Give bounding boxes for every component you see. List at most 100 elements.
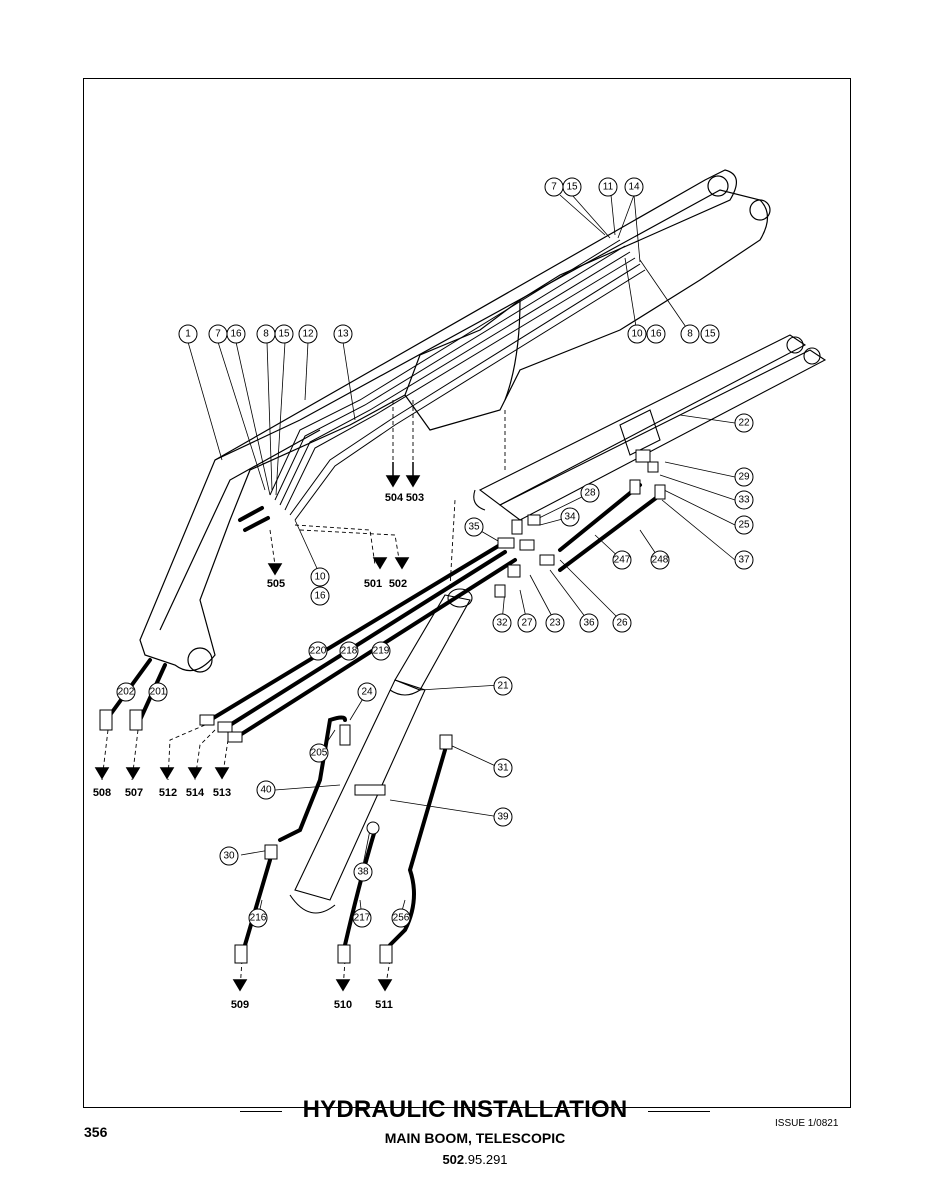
callout-circle — [391, 908, 411, 928]
callout-label: 16 — [314, 591, 326, 602]
callout-circle — [298, 324, 318, 344]
callout-label: 15 — [278, 329, 290, 340]
callout-label: 39 — [497, 812, 509, 823]
callout-circle — [700, 324, 720, 344]
callout-circle — [493, 676, 513, 696]
callout-circle — [248, 908, 268, 928]
callout-label: 34 — [564, 512, 576, 523]
callout-circle — [545, 613, 565, 633]
destination-label: 512 — [159, 787, 177, 799]
callout-circle — [178, 324, 198, 344]
callout-label: 10 — [314, 572, 326, 583]
hoses — [108, 483, 662, 947]
callout-circle — [517, 613, 537, 633]
callout-circle — [148, 682, 168, 702]
callout-label: 248 — [652, 555, 669, 566]
issue-label: ISSUE 1/0821 — [775, 1118, 839, 1129]
callout-circle — [646, 324, 666, 344]
page-subtitle: MAIN BOOM, TELESCOPIC — [384, 1130, 566, 1146]
callout-label: 26 — [616, 618, 628, 629]
callout-label: 201 — [150, 687, 167, 698]
callout-label: 30 — [223, 851, 235, 862]
callout-label: 23 — [549, 618, 561, 629]
callout-circle — [624, 177, 644, 197]
callout-circle — [580, 483, 600, 503]
callout-circle — [310, 567, 330, 587]
callout-circle — [598, 177, 618, 197]
callout-circle — [734, 413, 754, 433]
callout-label: 15 — [566, 182, 578, 193]
drawing-border — [83, 78, 851, 1108]
callout-label: 29 — [738, 472, 750, 483]
callout-label: 16 — [650, 329, 662, 340]
callout-circle — [627, 324, 647, 344]
callout-circle — [734, 467, 754, 487]
callout-label: 220 — [310, 646, 327, 657]
callout-label: 25 — [738, 520, 750, 531]
callout-circle — [560, 507, 580, 527]
callout-circle — [116, 682, 136, 702]
callout-label: 31 — [497, 763, 509, 774]
callout-circle — [219, 846, 239, 866]
callout-circle — [371, 641, 391, 661]
callout-circle — [650, 550, 670, 570]
fittings — [99, 449, 666, 964]
title-rule-left — [240, 1111, 282, 1112]
callout-label: 13 — [337, 329, 349, 340]
callout-label: 217 — [354, 913, 371, 924]
destination-label: 507 — [125, 787, 143, 799]
page-title: HYDRAULIC INSTALLATION — [302, 1096, 628, 1123]
callout-circle — [274, 324, 294, 344]
callout-circle — [310, 586, 330, 606]
callout-circle — [562, 177, 582, 197]
callout-label: 10 — [631, 329, 643, 340]
callout-circle — [734, 515, 754, 535]
destination-label: 505 — [267, 578, 285, 590]
callout-circle — [357, 682, 377, 702]
callout-label: 202 — [118, 687, 135, 698]
callout-label: 216 — [250, 913, 267, 924]
callout-label: 37 — [738, 555, 750, 566]
callout-label: 218 — [341, 646, 358, 657]
destination-label: 501 — [364, 578, 382, 590]
callout-leaders — [187, 194, 736, 919]
callout-circle — [492, 613, 512, 633]
title-row: HYDRAULIC INSTALLATION — [240, 1096, 710, 1126]
part-number-suffix: .95.291 — [464, 1152, 508, 1167]
callout-label: 36 — [583, 618, 595, 629]
callout-circle — [493, 807, 513, 827]
callout-circle — [680, 324, 700, 344]
main-boom — [139, 169, 771, 673]
callout-label: 1 — [185, 329, 191, 340]
destination-label: 508 — [93, 787, 111, 799]
callout-label: 15 — [704, 329, 716, 340]
callout-label: 16 — [230, 329, 242, 340]
destination-labels: 504 503 505 501 502 508 507 512 514 513 … — [93, 492, 424, 1011]
part-number-prefix: 502 — [442, 1152, 465, 1167]
callout-circle — [226, 324, 246, 344]
callout-label: 14 — [628, 182, 640, 193]
callout-label: 22 — [738, 418, 750, 429]
callout-circle — [353, 862, 373, 882]
callout-circle — [339, 641, 359, 661]
callout-circle — [333, 324, 353, 344]
callout-label: 12 — [302, 329, 314, 340]
callout-label: 7 — [215, 329, 221, 340]
destination-label: 509 — [231, 999, 249, 1011]
callout-label: 256 — [393, 913, 410, 924]
destination-label: 513 — [213, 787, 231, 799]
callout-label: 38 — [357, 867, 369, 878]
callout-circle — [579, 613, 599, 633]
callout-circle — [493, 758, 513, 778]
callout-label: 40 — [260, 785, 272, 796]
destination-label: 502 — [389, 578, 407, 590]
callout-label: 8 — [263, 329, 269, 340]
callout-label: 219 — [373, 646, 390, 657]
callout-label: 247 — [614, 555, 631, 566]
callout-circle — [612, 613, 632, 633]
callout-circle — [256, 780, 276, 800]
destination-label: 503 — [406, 492, 424, 504]
callout-circle — [308, 641, 328, 661]
callout-label: 11 — [603, 182, 614, 193]
